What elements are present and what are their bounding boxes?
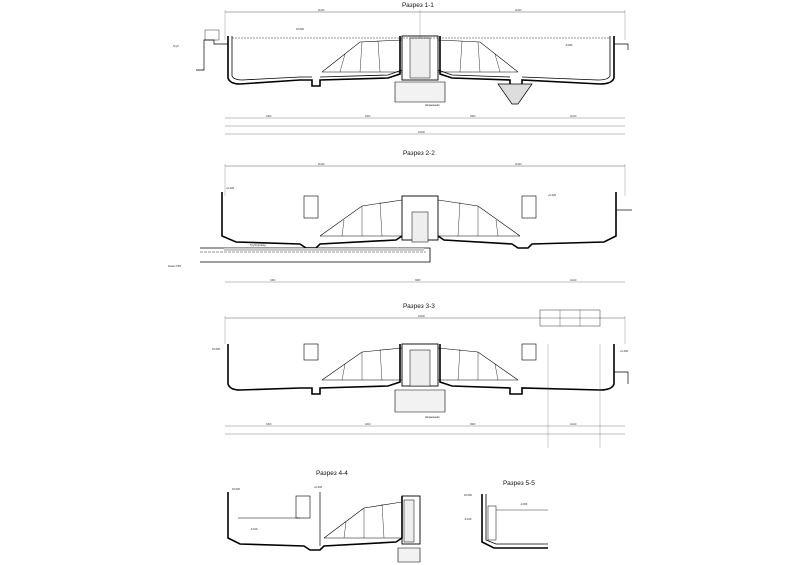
note-truboprovod: Трубопровод (250, 243, 266, 247)
dim-1-1-seg-b: 4000 (365, 115, 371, 118)
elev-4-4-c: -3.100 (250, 527, 258, 531)
section-2-2: Разрез 2-2 11200 11200 3300 3980 11100 Т… (168, 150, 632, 283)
dim-3-3-total: 22400 (418, 315, 425, 318)
section-5-5-title: Разрез 5-5 (503, 480, 535, 487)
dim-3-3-seg-d: 11100 (570, 423, 577, 426)
section-1-1-title: Разрез 1-1 (402, 2, 434, 9)
dim-3-3-seg-b: 4000 (365, 423, 371, 426)
dim-3-3-seg-a: 3300 (266, 423, 272, 426)
elev-1-1-b: -0.450 (565, 43, 573, 47)
dim-1-1-right: 11200 (515, 9, 522, 12)
dim-1-1-seg-d: 11100 (570, 115, 577, 118)
dim-1-1-seg-c: 3900 (470, 115, 476, 118)
note-kanal-tzp: Канал ТЗП (168, 264, 181, 268)
section-5-5: Разрез 5-5 ±0.000 -3.100 -0.450 (464, 480, 548, 549)
elev-1-1-a: ±0.000 (296, 27, 304, 31)
elev-4-4-a: +0.400 (314, 485, 323, 489)
elev-2-2-b: +0.220 (548, 193, 557, 197)
dim-2-2-right: 11200 (515, 163, 522, 166)
note-shlam-1: Шламовыйи (425, 103, 440, 107)
elev-2-2-a: +0.400 (226, 186, 235, 190)
dim-2-2-seg-a: 3300 (270, 279, 276, 282)
elev-5-5-c: -0.450 (520, 502, 528, 506)
note-shlam-3: Шламовыйи (425, 415, 440, 419)
section-4-4-title: Разрез 4-4 (316, 470, 348, 477)
dim-2-2-seg-c: 11100 (570, 279, 577, 282)
dim-1-1-left: 11200 (318, 9, 325, 12)
note-trub: Труб. (173, 44, 180, 48)
elev-5-5-a: ±0.000 (464, 493, 472, 497)
dim-1-1-total: 22400 (418, 131, 425, 134)
dim-1-1-seg-a: 3300 (266, 115, 272, 118)
dim-3-3-seg-c: 3900 (470, 423, 476, 426)
section-3-3-title: Разрез 3-3 (403, 303, 435, 310)
section-4-4: Разрез 4-4 +0.400 ±0.000 -3.100 (227, 470, 421, 563)
elev-3-3-a: ±0.000 (212, 347, 220, 351)
elev-5-5-b: -3.100 (464, 517, 472, 521)
dim-2-2-left: 11200 (318, 163, 325, 166)
elev-3-3-b: +0.400 (620, 349, 629, 353)
section-1-1: Разрез 1-1 11200 11200 (173, 2, 629, 135)
section-3-3: Разрез 3-3 22400 3300 4000 3900 11100 Шл… (212, 303, 629, 448)
dim-2-2-seg-b: 3980 (415, 279, 421, 282)
section-2-2-title: Разрез 2-2 (403, 150, 435, 157)
elev-4-4-b: ±0.000 (232, 487, 240, 491)
